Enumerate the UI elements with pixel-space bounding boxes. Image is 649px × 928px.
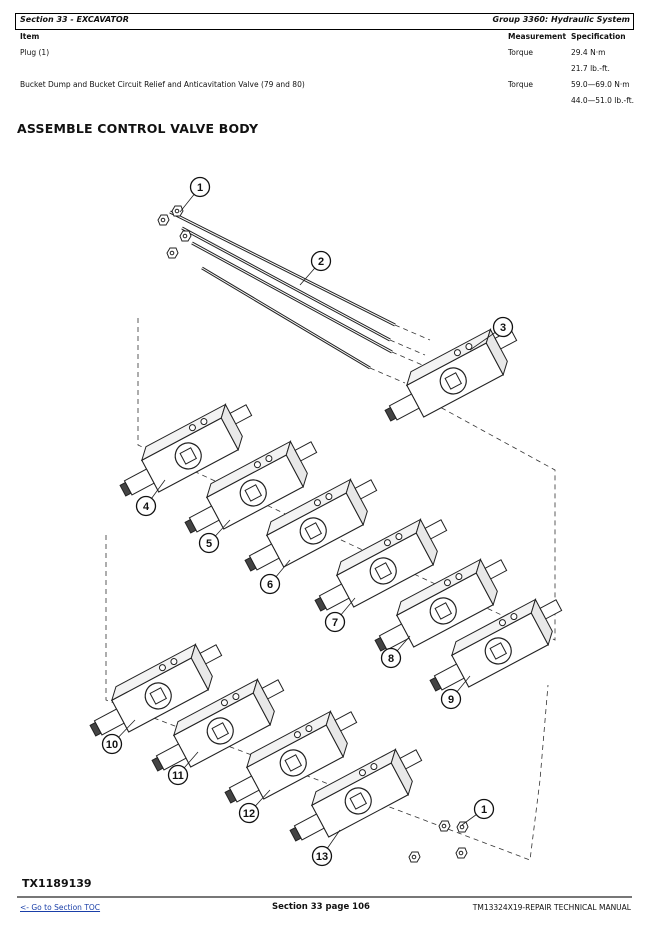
valve-section xyxy=(374,558,508,652)
callout-label: 10 xyxy=(106,739,118,751)
valve-section xyxy=(151,678,285,772)
callout-8: 8 xyxy=(380,647,402,669)
callout-2: 2 xyxy=(310,250,332,272)
callout-5: 5 xyxy=(198,532,220,554)
callout-label: 8 xyxy=(388,653,394,665)
col-specification: Specification xyxy=(571,32,626,41)
nut xyxy=(157,214,170,226)
callout-label: 9 xyxy=(448,694,454,706)
assembly-outline xyxy=(137,318,556,641)
callout-label: 13 xyxy=(316,851,328,863)
row-spec: 21.7 lb.-ft. xyxy=(571,64,610,73)
col-item: Item xyxy=(20,32,40,41)
callout-1: 1 xyxy=(189,176,211,198)
callout-4: 4 xyxy=(135,495,157,517)
callout-label: 5 xyxy=(206,538,212,550)
callout-12: 12 xyxy=(238,802,260,824)
page-title: ASSEMBLE CONTROL VALVE BODY xyxy=(17,121,259,136)
group-label: Group 3360: Hydraulic System xyxy=(492,15,630,24)
row-spec: 29.4 N·m xyxy=(571,48,606,57)
callout-label: 12 xyxy=(243,808,255,820)
callout-9: 9 xyxy=(440,688,462,710)
valve-section xyxy=(244,478,378,572)
callout-6: 6 xyxy=(259,573,281,595)
tie-rods xyxy=(169,210,431,384)
callout-7: 7 xyxy=(324,611,346,633)
valve-section xyxy=(429,598,563,692)
callout-label: 4 xyxy=(143,501,150,513)
valve-section xyxy=(119,403,253,497)
nut xyxy=(408,851,421,863)
callout-13: 13 xyxy=(311,845,333,867)
manual-title: TM13324X19-REPAIR TECHNICAL MANUAL xyxy=(472,903,631,912)
nut xyxy=(166,247,179,259)
row-spec: 44.0—51.0 lb.-ft. xyxy=(571,96,635,105)
row-spec: 59.0—69.0 N·m xyxy=(571,80,630,89)
valve-section xyxy=(384,328,518,422)
nut xyxy=(171,205,184,217)
callout-label: 2 xyxy=(318,256,324,268)
row-measurement: Torque xyxy=(508,48,533,57)
nut xyxy=(455,847,468,859)
row-measurement: Torque xyxy=(508,80,533,89)
section-toc-link[interactable]: <- Go to Section TOC xyxy=(20,903,101,912)
valve-section xyxy=(314,518,448,612)
page-number: Section 33 page 106 xyxy=(272,902,370,912)
valve-section xyxy=(224,710,358,804)
callout-label: 3 xyxy=(500,322,506,334)
valve-section xyxy=(289,748,423,842)
valve-section xyxy=(89,643,223,737)
section-label: Section 33 - EXCAVATOR xyxy=(20,15,129,24)
callout-label: 11 xyxy=(172,770,184,782)
nut xyxy=(438,820,451,832)
callout-10: 10 xyxy=(101,733,123,755)
callout-label: 7 xyxy=(332,617,338,629)
callout-1: 1 xyxy=(473,798,495,820)
page-header: Section 33 - EXCAVATOR Group 3360: Hydra… xyxy=(15,13,634,30)
callout-label: 6 xyxy=(267,579,273,591)
callout-11: 11 xyxy=(167,764,189,786)
callout-label: 1 xyxy=(197,182,203,194)
row-item: Bucket Dump and Bucket Circuit Relief an… xyxy=(20,80,305,89)
footer-divider xyxy=(17,896,632,898)
valve-section xyxy=(184,440,318,534)
callout-label: 1 xyxy=(481,804,487,816)
row-item: Plug (1) xyxy=(20,48,50,57)
callout-3: 3 xyxy=(492,316,514,338)
figure-id: TX1189139 xyxy=(22,877,92,890)
assembly-outline xyxy=(105,535,549,861)
nut xyxy=(179,230,192,242)
nut xyxy=(456,821,469,833)
col-measurement: Measurement xyxy=(508,32,567,41)
